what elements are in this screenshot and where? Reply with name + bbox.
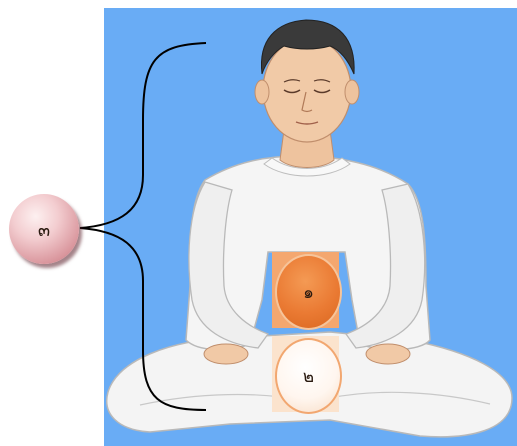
marker-1-label: ๑ bbox=[303, 279, 314, 306]
marker-3: ๓ bbox=[9, 194, 79, 264]
marker-2-label: ๒ bbox=[303, 363, 314, 390]
marker-3-label: ๓ bbox=[38, 215, 50, 244]
marker-1: ๑ bbox=[275, 254, 342, 330]
marker-2: ๒ bbox=[275, 338, 342, 414]
